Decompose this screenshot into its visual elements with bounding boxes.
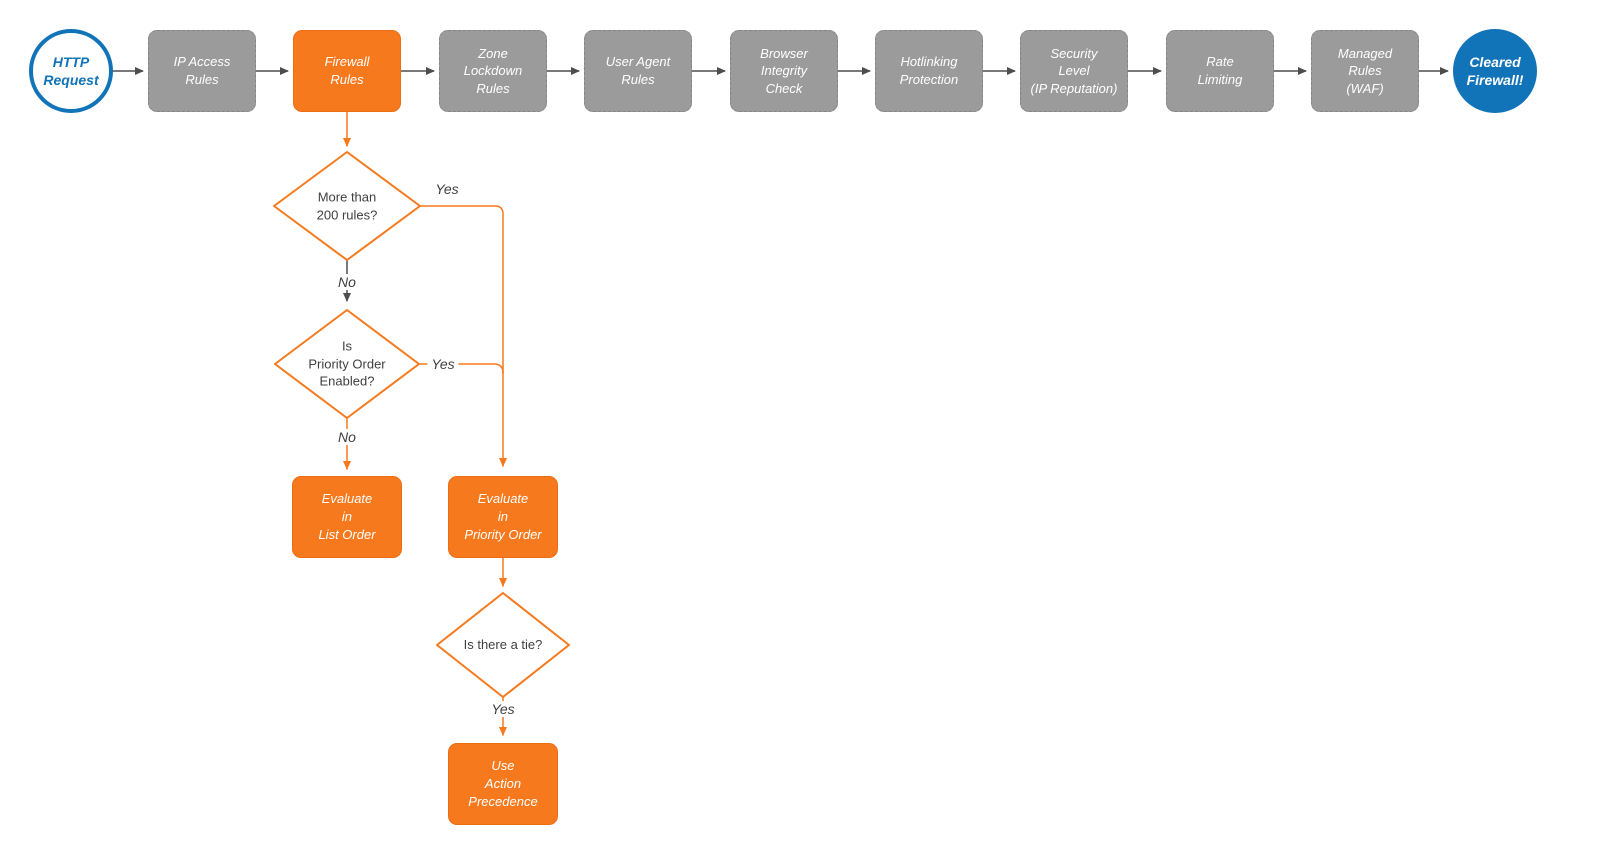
node-managed-rules-waf: Managed Rules (WAF) xyxy=(1311,30,1419,112)
decision-priority-order-enabled-label: Is Priority Order Enabled? xyxy=(308,338,386,389)
node-rate-limiting: Rate Limiting xyxy=(1166,30,1274,112)
decision-priority-order-enabled-shape xyxy=(274,309,420,419)
action-use-action-precedence: Use Action Precedence xyxy=(448,743,558,825)
node-http-request: HTTP Request xyxy=(29,29,113,113)
decision-is-there-a-tie-label: Is there a tie? xyxy=(463,637,543,653)
edge-label-yes-3: Yes xyxy=(487,701,519,717)
action-evaluate-priority-order: Evaluate in Priority Order xyxy=(448,476,558,558)
edge-label-no-1: No xyxy=(334,274,360,290)
node-browser-integrity-check: Browser Integrity Check xyxy=(730,30,838,112)
decision-more-than-200-rules-shape xyxy=(273,151,421,261)
node-ip-access-rules: IP Access Rules xyxy=(148,30,256,112)
edge-label-yes-2: Yes xyxy=(427,356,459,372)
node-zone-lockdown-rules: Zone Lockdown Rules xyxy=(439,30,547,112)
action-evaluate-list-order: Evaluate in List Order xyxy=(292,476,402,558)
node-firewall-rules: Firewall Rules xyxy=(293,30,401,112)
connector-decision2-yes-merge xyxy=(418,363,504,374)
node-security-level: Security Level (IP Reputation) xyxy=(1020,30,1128,112)
connector-decision1-yes-to-priority xyxy=(419,205,507,467)
decision-diamonds xyxy=(273,151,570,698)
node-hotlinking-protection: Hotlinking Protection xyxy=(875,30,983,112)
edge-label-no-2: No xyxy=(334,429,360,445)
decision-is-there-a-tie-shape xyxy=(436,592,570,698)
node-user-agent-rules: User Agent Rules xyxy=(584,30,692,112)
node-cleared-firewall: Cleared Firewall! xyxy=(1453,29,1537,113)
decision-more-than-200-rules-label: More than 200 rules? xyxy=(316,189,378,222)
edge-label-yes-1: Yes xyxy=(431,181,463,197)
